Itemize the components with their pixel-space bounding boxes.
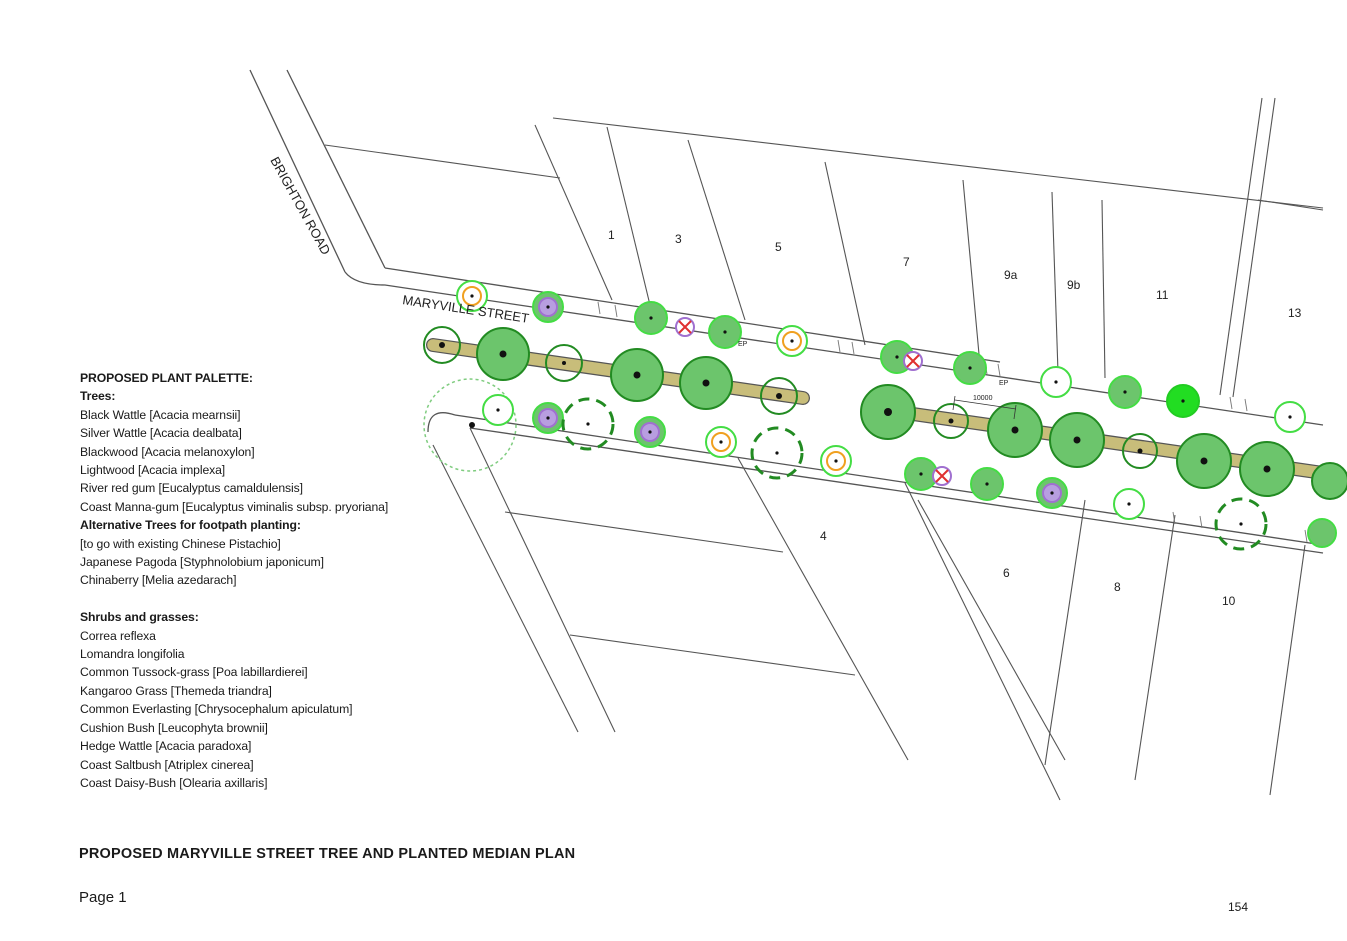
lot-6: 6 [1003, 566, 1010, 580]
page-label: Page 1 [79, 889, 127, 906]
dimension-marker [952, 395, 1017, 420]
lot-1: 1 [608, 228, 615, 242]
remove-markers-north [675, 317, 923, 371]
legend-tree-item: Blackwood [Acacia melanoxylon] [80, 444, 255, 459]
plan-annotations: EP EP 10000 [738, 341, 1009, 402]
lot-9a: 9a [1004, 268, 1018, 282]
median-trees [423, 326, 1347, 500]
plant-palette-legend: PROPOSED PLANT PALETTE: Trees: Black Wat… [80, 369, 460, 792]
legend-shrub-item: Coast Daisy-Bush [Olearia axillaris] [80, 775, 268, 790]
ep-label-1: EP [738, 341, 748, 348]
lot-10: 10 [1222, 594, 1236, 608]
ep-label-2: EP [999, 380, 1009, 387]
legend-shrub-item: Cushion Bush [Leucophyta brownii] [80, 720, 268, 735]
lot-5: 5 [775, 240, 782, 254]
lot-3: 3 [675, 232, 682, 246]
footpath-tree-centres [469, 294, 1292, 526]
legend-trees-heading: Trees: [80, 389, 116, 404]
legend-tree-item: River red gum [Eucalyptus camaldulensis] [80, 481, 303, 496]
legend-shrub-item: Hedge Wattle [Acacia paradoxa] [80, 739, 252, 754]
lot-11: 11 [1156, 288, 1169, 302]
legend-shrubs-heading: Shrubs and grasses: [80, 610, 199, 625]
legend-shrub-item: Common Tussock-grass [Poa labillardierei… [80, 665, 308, 680]
legend-alt-tree-item: Japanese Pagoda [Styphnolobium japonicum… [80, 555, 324, 570]
brighton-road [249, 69, 386, 273]
lot-7: 7 [903, 255, 910, 269]
legend-shrub-item: Kangaroo Grass [Themeda triandra] [80, 683, 272, 698]
legend-tree-item: Silver Wattle [Acacia dealbata] [80, 426, 242, 441]
legend-heading: PROPOSED PLANT PALETTE: [80, 371, 253, 385]
page-number: 154 [1228, 900, 1249, 914]
legend-alt-tree-item: [to go with existing Chinese Pistachio] [80, 536, 281, 551]
legend-shrub-item: Coast Saltbush [Atriplex cinerea] [80, 757, 254, 772]
lot-9b: 9b [1067, 278, 1081, 292]
legend-shrub-item: Correa reflexa [80, 628, 156, 643]
north-property-lines [324, 97, 1324, 398]
dimension-label: 10000 [973, 395, 993, 402]
median-tree-centres [439, 342, 1271, 473]
lot-8: 8 [1114, 580, 1121, 594]
legend-tree-item: Black Wattle [Acacia mearnsii] [80, 407, 241, 422]
legend-shrub-item: Lomandra longifolia [80, 647, 185, 662]
legend-tree-item: Coast Manna-gum [Eucalyptus viminalis su… [80, 499, 389, 514]
south-property-lines [432, 427, 1306, 801]
plan-title: PROPOSED MARYVILLE STREET TREE AND PLANT… [79, 846, 576, 862]
brighton-road-label: BRIGHTON ROAD [267, 154, 333, 257]
legend-spacer [80, 590, 460, 608]
lot-13: 13 [1288, 306, 1302, 320]
north-lot-numbers: 1 3 5 7 9a 9b 11 13 [608, 228, 1302, 320]
lot-4: 4 [820, 529, 827, 543]
legend-tree-item: Lightwood [Acacia implexa] [80, 463, 226, 478]
south-lot-numbers: 4 6 8 10 [820, 529, 1236, 608]
legend-alt-tree-item: Chinaberry [Melia azedarach] [80, 573, 237, 588]
legend-shrub-item: Common Everlasting [Chrysocephalum apicu… [80, 702, 353, 717]
remove-markers-south [932, 466, 952, 486]
legend-alt-trees-heading: Alternative Trees for footpath planting: [80, 518, 301, 533]
footpath-ticks-south [1172, 511, 1308, 543]
